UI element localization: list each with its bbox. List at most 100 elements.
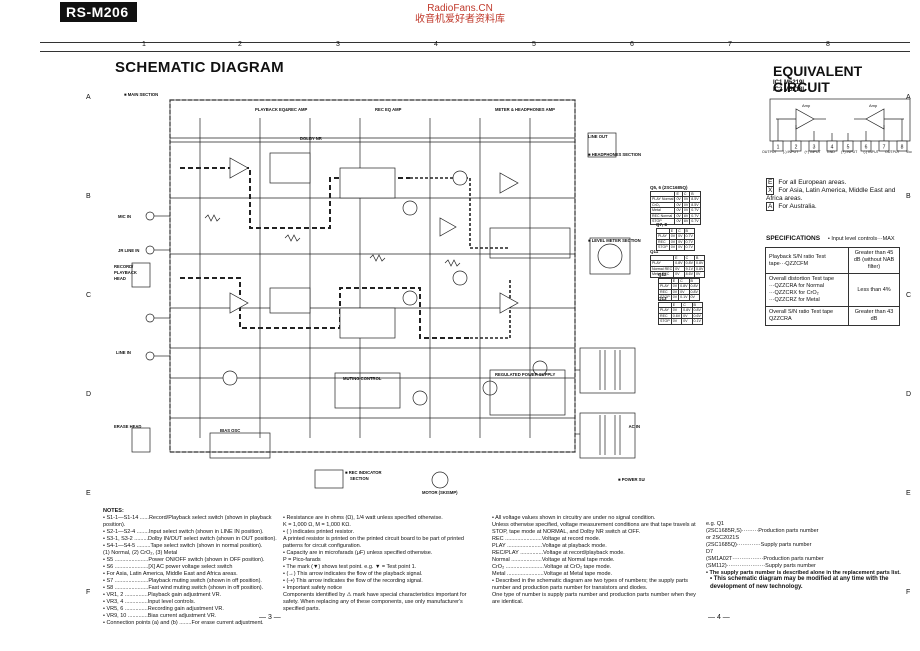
note-line: or 2SC2021S: [706, 535, 740, 541]
note-line: • Connection points (a) and (b) ........…: [103, 620, 264, 626]
note-line: • (⇢) This arrow indicates the flow of t…: [283, 578, 423, 584]
pin-label: (-) INPUT: [863, 150, 879, 154]
notes-column-4: e.g. Q1 (2SC1685R,S)·········Production …: [706, 521, 906, 577]
note-line: K = 1,000 Ω, M = 1,000 KΩ.: [283, 522, 351, 528]
svg-text:JR LINE IN: JR LINE IN: [118, 248, 139, 253]
note-line: A printed resistor is printed on the pri…: [283, 536, 464, 549]
note-line: • Capacity are in microfarads (μF) unles…: [283, 550, 433, 556]
note-line: • S3-1, S3-2 .........Dolby IN/OUT selec…: [103, 536, 277, 542]
note-line: One type of number is supply parts numbe…: [492, 592, 696, 605]
row-letter: F: [86, 589, 91, 596]
note-line: • (→) This arrow indicates the flow of t…: [283, 571, 423, 577]
svg-text:LINE OUT: LINE OUT: [588, 134, 608, 139]
svg-text:PLAYBACK EQ&REC AMP: PLAYBACK EQ&REC AMP: [255, 107, 307, 112]
notes-column-1: NOTES: • S1-1—S1-14 ......Record/Playbac…: [103, 508, 278, 627]
pin-label: (+) INPUT: [804, 150, 821, 154]
svg-text:■ POWER SUPPLY SECTION: ■ POWER SUPPLY SECTION: [618, 477, 645, 482]
note-line: Metal ........................Voltage at…: [492, 571, 613, 577]
svg-text:Amp: Amp: [869, 103, 878, 108]
pin-number: 3: [813, 145, 816, 151]
svg-text:DOLBY NR: DOLBY NR: [300, 136, 322, 141]
note-line: CrO₂ .........................Voltage at…: [492, 564, 612, 570]
note-line: • For Asia, Latin America, Middle East a…: [103, 571, 238, 577]
ic1-label: IC1 M5219L: [773, 80, 807, 86]
row-letter: A: [906, 94, 911, 101]
note-line: P = Pico-farads: [283, 557, 321, 563]
pin-box: [842, 140, 854, 152]
svg-text:Amp: Amp: [802, 103, 811, 108]
note-line: • S8 ......................Fast wind mut…: [103, 585, 264, 591]
svg-text:■ REC INDICATOR: ■ REC INDICATOR: [345, 470, 382, 475]
ic2-label: IC2 M5218L: [773, 87, 807, 93]
note-line: (2SC1685Q)·············Supply parts numb…: [706, 542, 812, 548]
svg-text:MUTING CONTROL: MUTING CONTROL: [343, 376, 382, 381]
pin-number: 1: [777, 145, 780, 151]
note-line: • S2-1—S2-4 ........Input select switch …: [103, 529, 264, 535]
page-number-left: — 3 —: [259, 614, 281, 621]
column-number: 5: [532, 41, 536, 48]
note-line: D7: [706, 549, 714, 555]
model-badge: RS-M206: [60, 2, 137, 22]
note-line: • VR9, 10 .............Bias current adju…: [103, 613, 217, 619]
note-line: PLAY .......................Voltage at p…: [492, 543, 607, 549]
column-ruler: [40, 42, 910, 52]
row-letter: D: [906, 391, 912, 398]
column-number: 3: [336, 41, 340, 48]
row-letter: B: [86, 193, 91, 200]
note-line: • VR5, 6 ...............Recording gain a…: [103, 606, 224, 612]
note-line: Normal ....................Voltage at No…: [492, 557, 615, 563]
svg-text:LINE IN: LINE IN: [116, 350, 131, 355]
pin-box: [772, 140, 784, 152]
row-letter: E: [906, 490, 911, 497]
note-line: • S7 ......................Playback muti…: [103, 578, 262, 584]
column-number: 4: [434, 41, 438, 48]
svg-text:REGULATED POWER SUPPLY: REGULATED POWER SUPPLY: [495, 372, 555, 377]
svg-text:■ HEADPHONES SECTION: ■ HEADPHONES SECTION: [588, 152, 641, 157]
page-number-right: — 4 —: [708, 614, 730, 621]
column-number: 7: [728, 41, 732, 48]
modification-warning: • This schematic diagram may be modified…: [710, 576, 889, 590]
row-letter: C: [86, 292, 92, 299]
equivalent-circuit-title: EQUIVALENT CIRCUIT: [773, 63, 863, 95]
svg-text:AC IN: AC IN: [629, 424, 640, 429]
pin-label: GND: [826, 150, 835, 154]
pin-box: [860, 140, 872, 152]
svg-text:HEAD: HEAD: [114, 276, 126, 281]
row-letter: B: [906, 193, 911, 200]
column-number: 1: [142, 41, 146, 48]
svg-text:BIAS OSC: BIAS OSC: [220, 428, 240, 433]
pin-label: (-) INPUT: [782, 150, 799, 154]
note-line: REC/PLAY ...............Voltage at recor…: [492, 550, 625, 556]
note-line: (SM1A02T·················Production part…: [706, 556, 824, 562]
note-line: • S5 ......................Power ON/OFF …: [103, 557, 265, 563]
schematic-title: SCHEMATIC DIAGRAM: [115, 59, 284, 76]
specifications-table: Playback S/N ratio Test tape···QZZCFM Gr…: [764, 247, 900, 326]
pin-box: [826, 140, 838, 152]
svg-text:ERASE HEAD: ERASE HEAD: [114, 424, 141, 429]
pin-labels: OUTPUT (-) INPUT (+) INPUT GND (+) INPUT…: [762, 150, 912, 155]
ic-type-label: IC1 M5219L IC2 M5218L: [773, 80, 806, 94]
note-line: Unless otherwise specified, voltage meas…: [492, 522, 696, 535]
table-row: Overall distortion Test tape ···QZZCRA f…: [764, 273, 900, 307]
note-line: • All voltage values shown in circuitry …: [492, 515, 656, 521]
table-row: Playback S/N ratio Test tape···QZZCFM Gr…: [764, 247, 900, 274]
row-letter: C: [906, 292, 912, 299]
note-line: • S4-1—S4-5 .........Tape select switch …: [103, 543, 263, 549]
svg-text:RECORD/: RECORD/: [114, 264, 134, 269]
schematic-diagram: ■ MAIN SECTION PLAYBACK EQ&REC AMP DOLBY…: [114, 92, 645, 495]
note-line: • The supply parts number is described a…: [706, 570, 901, 576]
note-line: • VR3, 4 ...............Input level cont…: [103, 599, 196, 605]
watermark-line1: RadioFans.CN: [427, 3, 493, 14]
specifications-heading: SPECIFICATIONS • Input level controls···…: [766, 235, 895, 242]
pin-label: OUTPUT: [885, 150, 900, 154]
